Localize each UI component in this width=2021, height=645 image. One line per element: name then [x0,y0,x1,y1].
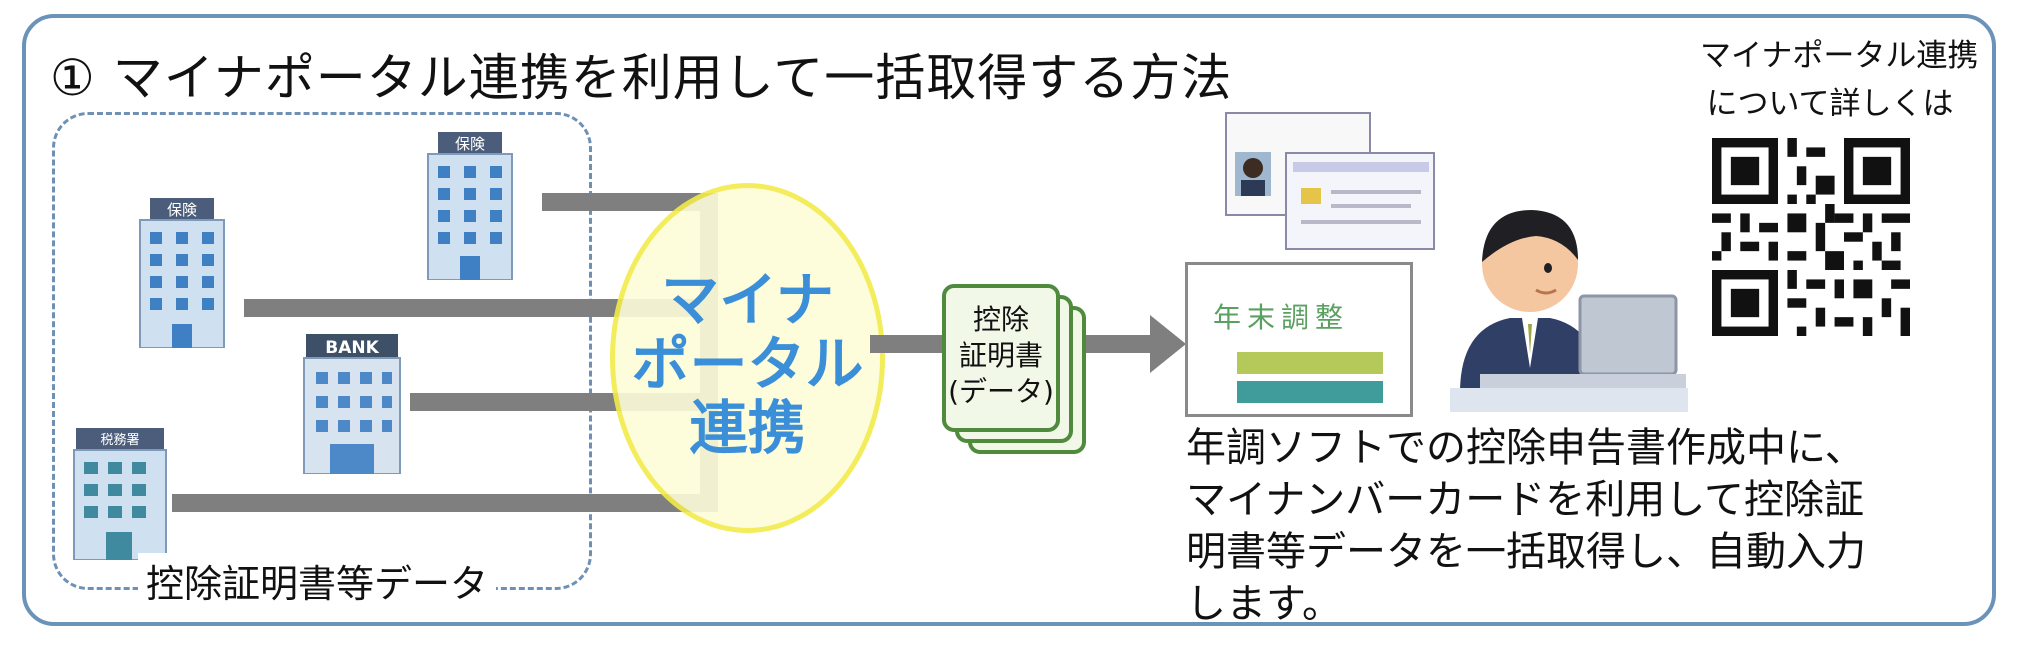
connector-insurance-top [542,193,710,211]
document-stack-front [942,284,1060,432]
qr-caption-line: マイナポータル連携 [1700,38,1979,74]
description-line: マイナンバーカードを利用して控除証 [1186,477,1864,523]
description-line: 年調ソフトでの控除申告書作成中に、 [1186,425,1865,471]
bank-building-icon: BANK [303,334,401,474]
qr-caption-line: について詳しくは [1706,86,1954,122]
mynaportal-label-line: ポータル [631,330,864,398]
description-line: 明書等データを一括取得し、自動入力 [1186,529,1866,575]
document-label: 控除 証明書 (データ) [942,302,1060,410]
software-screen-button [1237,352,1383,374]
data-source-label: 控除証明書等データ [138,553,497,608]
my-number-card-front [1285,152,1435,250]
outer-frame [22,14,1996,626]
insurance-building-icon: 保険 [139,198,225,348]
software-screen-button [1237,381,1383,403]
mynaportal-label-line: マイナ [661,266,834,334]
page-title: ① マイナポータル連携を利用して一括取得する方法 [50,49,1233,107]
building-sign: 税務署 [100,433,139,448]
mynaportal-label: マイナ ポータル 連携 [610,268,885,460]
insurance-building-icon: 保険 [427,132,513,280]
arrow-head-icon [1150,315,1186,373]
mynaportal-oval [610,183,885,533]
face-photo-icon [1235,152,1271,196]
software-screen-title: 年末調整 [1213,301,1350,334]
document-label-line: (データ) [948,375,1054,408]
description-text: 年調ソフトでの控除申告書作成中に、 マイナンバーカードを利用して控除証 明書等デ… [1186,422,1866,630]
document-label-line: 証明書 [958,339,1043,372]
building-sign: 保険 [455,135,485,153]
building-sign: 保険 [167,201,197,219]
connector-insurance-left [244,299,710,317]
mynaportal-label-line: 連携 [689,394,806,462]
tax-office-building-icon: 税務署 [73,428,167,560]
qr-caption: マイナポータル連携 について詳しくは [1700,32,1979,128]
document-label-line: 控除 [972,303,1029,336]
description-line: します。 [1186,581,1342,627]
qr-code-icon[interactable] [1708,138,1914,336]
connector-tax-office [172,494,710,512]
person-with-laptop-icon [1450,210,1688,412]
building-sign: BANK [325,338,379,358]
